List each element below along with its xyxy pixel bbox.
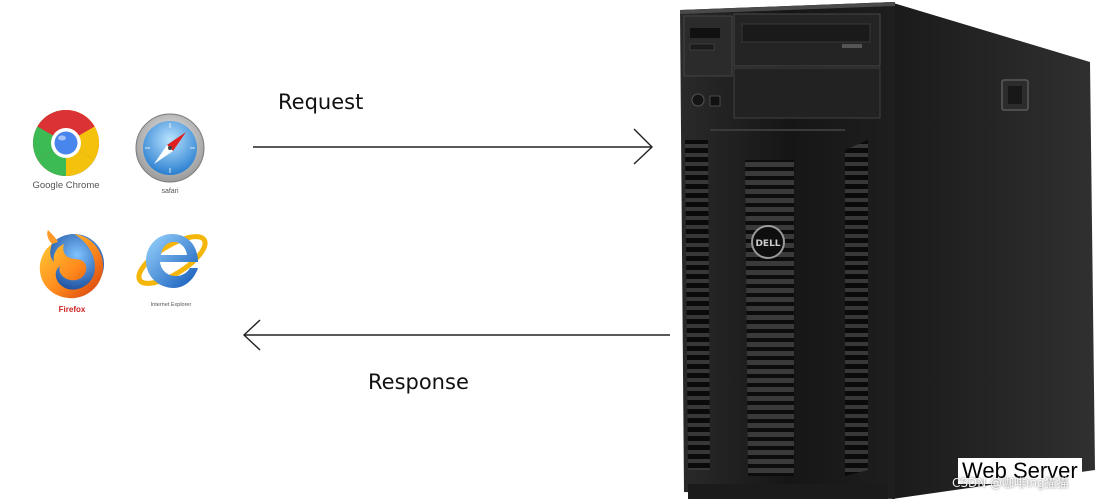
firefox-icon — [39, 230, 104, 299]
chrome-label: Google Chrome — [32, 180, 100, 191]
safari-label: safari — [161, 188, 179, 195]
tower-server-icon: DELL — [680, 2, 1095, 499]
firefox-browser: Firefox — [27, 226, 117, 314]
safari-browser: safari — [125, 112, 215, 195]
response-label: Response — [368, 370, 469, 394]
response-arrow — [242, 319, 670, 351]
chrome-browser: Google Chrome — [21, 108, 111, 191]
watermark: CSDN @咖啡ing猫猫 — [952, 476, 1069, 490]
server-caption: Web Server — [958, 458, 1082, 484]
request-arrow — [253, 128, 654, 165]
request-label: Request — [278, 90, 364, 114]
chrome-icon — [32, 109, 100, 177]
ie-label: Internet Explorer — [150, 302, 192, 308]
ie-browser: Internet Explorer — [126, 220, 216, 308]
firefox-label: Firefox — [58, 305, 86, 314]
internet-explorer-icon — [136, 234, 208, 288]
dell-logo: DELL — [755, 239, 780, 249]
safari-icon — [135, 113, 205, 183]
